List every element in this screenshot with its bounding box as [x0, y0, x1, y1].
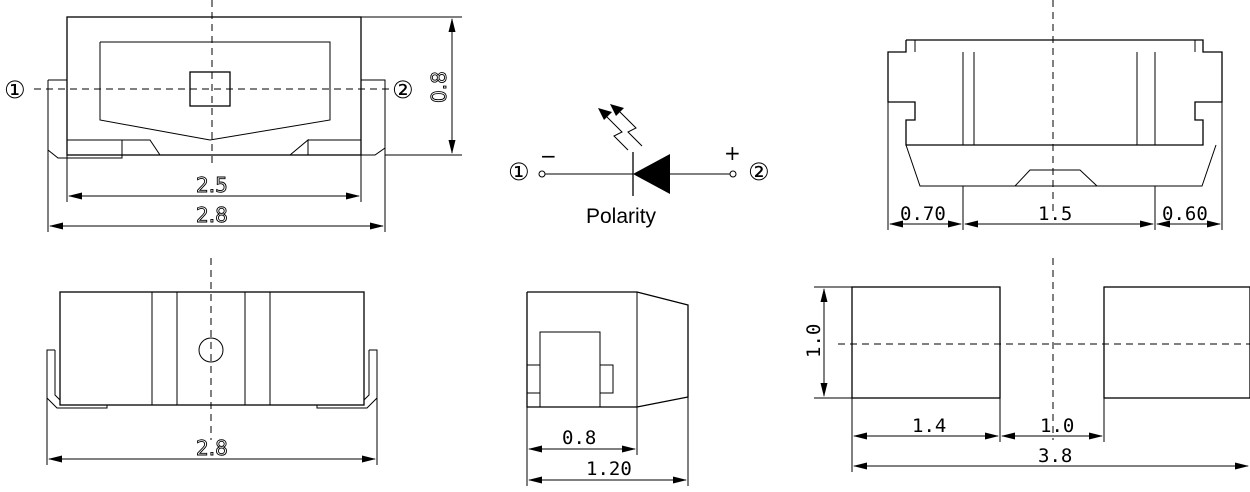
end-view: 0.70 1.5 0.60 — [887, 0, 1223, 230]
top-view: ① ② 0.8 2.5 2.8 — [4, 0, 462, 232]
top-pin2-label: ② — [392, 76, 414, 104]
pad-layout: 1.0 1.4 1.0 3.8 — [803, 258, 1250, 472]
pad-right — [1103, 286, 1250, 399]
front-dim-width: 2.8 — [196, 436, 228, 460]
top-dim-height: 0.8 — [427, 71, 451, 103]
polarity-pin2-label: ② — [748, 158, 770, 186]
top-dim-inner-width: 2.5 — [196, 173, 228, 197]
top-dim-outer-width: 2.8 — [196, 203, 228, 227]
polarity-caption: Polarity — [586, 205, 657, 228]
pad-dim-height: 1.0 — [803, 324, 825, 358]
pad-left — [851, 286, 1001, 399]
side-dim-inner: 0.8 — [562, 427, 596, 449]
polarity-minus-sign: − — [540, 144, 557, 168]
polarity-pin1-label: ① — [508, 158, 530, 186]
front-view: 2.8 — [46, 258, 378, 465]
side-dim-outer: 1.20 — [586, 458, 632, 480]
pad-dim-gap: 1.0 — [1040, 415, 1074, 437]
pad-dim-width: 1.4 — [912, 415, 946, 437]
side-view: 0.8 1.20 — [526, 291, 689, 486]
top-pin1-label: ① — [4, 76, 26, 104]
polarity-symbol: ① − + ② Polarity — [508, 104, 770, 228]
diode-triangle-icon — [633, 154, 670, 194]
end-dim-center: 1.5 — [1038, 203, 1072, 225]
polarity-plus-sign: + — [724, 141, 741, 165]
end-dim-right: 0.60 — [1162, 203, 1208, 225]
light-emission-icon — [598, 104, 643, 151]
pad-dim-total: 3.8 — [1038, 445, 1072, 467]
end-dim-left: 0.70 — [900, 203, 946, 225]
